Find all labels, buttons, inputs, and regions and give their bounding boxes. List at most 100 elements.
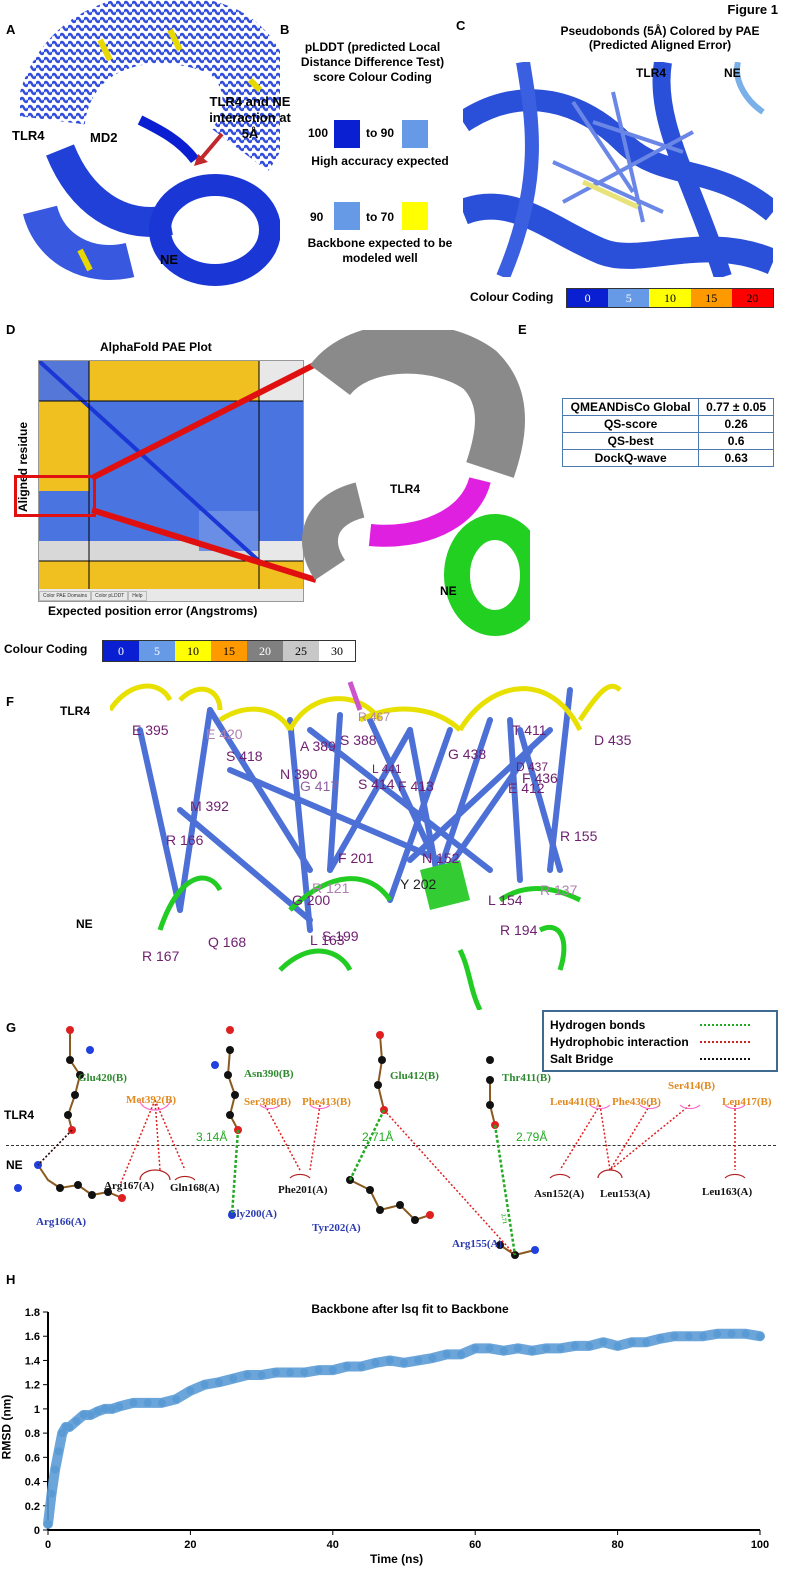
rmsd-point	[713, 1329, 722, 1338]
pae-highlight-box	[14, 475, 96, 517]
plddt-row2-to: to 70	[366, 210, 395, 224]
panel-c-ne-label: NE	[724, 66, 741, 80]
x-tick-label: 60	[469, 1539, 481, 1551]
rmsd-point	[115, 1402, 124, 1411]
residue-label: F 201	[338, 850, 374, 866]
panel-h-label: H	[6, 1272, 16, 1287]
tlr4-residue-label: Ser414(B)	[668, 1080, 716, 1092]
tab-color-pae-domains[interactable]: Color PAE Domains	[39, 591, 92, 601]
panel-c-colour-coding-label: Colour Coding	[470, 290, 554, 304]
residue-label: Y 202	[400, 876, 437, 892]
panel-c-pseudobond-image	[463, 62, 773, 277]
residue-label: L 163	[310, 932, 345, 948]
tlr4-residue-label: Phe413(B)	[302, 1096, 351, 1108]
figure-label: Figure 1	[727, 2, 778, 17]
tlr4-residue-label: Glu420(B)	[78, 1072, 127, 1084]
rmsd-point	[428, 1354, 437, 1363]
chart-xlabel: Time (ns)	[370, 1552, 424, 1566]
pae-d-scale-15: 15	[211, 641, 247, 661]
rmsd-point	[44, 1519, 52, 1528]
panel-g-tlr4-label: TLR4	[4, 1108, 34, 1122]
rmsd-point	[100, 1404, 109, 1413]
rmsd-point	[684, 1332, 693, 1341]
x-tick-label: 100	[751, 1539, 769, 1551]
panel-a-protein-structure	[20, 0, 280, 286]
panel-e-label: E	[518, 322, 527, 337]
metric-value: 0.77 ± 0.05	[698, 398, 774, 416]
rmsd-point	[343, 1362, 352, 1371]
tlr4-residue-label: Phe436(B)	[612, 1096, 661, 1108]
residue-label: D 435	[594, 732, 632, 748]
residue-label: D 437	[516, 760, 549, 774]
rmsd-point	[271, 1368, 280, 1377]
pae-d-scale-30: 30	[319, 641, 355, 661]
y-tick-label: 0.4	[25, 1477, 41, 1489]
panel-d-xlabel: Expected position error (Angstroms)	[48, 604, 258, 618]
pae-d-scale-20: 20	[247, 641, 283, 661]
tab-color-plddt[interactable]: Color pLDDT	[91, 591, 129, 601]
metric-name: QS-best	[561, 432, 700, 450]
hbond-distance: 2.79Å	[516, 1130, 548, 1144]
rmsd-point	[286, 1368, 295, 1377]
rmsd-point	[86, 1410, 95, 1419]
rmsd-point	[699, 1332, 708, 1341]
tlr4-residue-label: Thr411(B)	[502, 1072, 551, 1084]
rmsd-point	[385, 1356, 394, 1365]
plddt-swatch-dark-blue	[334, 120, 360, 148]
rmsd-point	[400, 1358, 408, 1367]
y-tick-label: 1.6	[25, 1331, 40, 1343]
y-tick-label: 0.6	[25, 1452, 40, 1464]
residue-label: L 154	[488, 892, 523, 908]
y-tick-label: 1.4	[25, 1355, 41, 1367]
ne-residue-label: Leu153(A)	[600, 1188, 651, 1200]
rmsd-point	[143, 1398, 152, 1407]
rmsd-point	[756, 1332, 764, 1341]
ne-residue-label: Arg167(A)	[104, 1180, 155, 1192]
rmsd-point	[93, 1407, 102, 1416]
rmsd-point	[51, 1465, 60, 1474]
quality-metrics-table: QMEANDisCo Global 0.77 ± 0.05 QS-score 0…	[561, 398, 774, 467]
metric-value: 0.6	[698, 432, 774, 450]
y-tick-label: 1	[34, 1404, 40, 1416]
y-tick-label: 0	[34, 1525, 40, 1537]
residue-label: E 412	[508, 780, 545, 796]
tab-help[interactable]: Help	[128, 591, 147, 601]
rmsd-point	[727, 1329, 736, 1338]
residue-label: G 200	[292, 892, 331, 908]
panel-a-annotation: TLR4 and NE interaction at 5Å	[209, 94, 291, 141]
residue-label: N 152	[422, 850, 460, 866]
panel-d-tlr4-label: TLR4	[390, 482, 420, 496]
interaction-legend: Hydrogen bonds Hydrophobic interaction S…	[542, 1010, 778, 1072]
y-tick-label: 1.8	[25, 1307, 40, 1319]
rmsd-point	[357, 1362, 366, 1371]
panel-a-arrow-icon	[194, 132, 224, 166]
rmsd-point	[108, 1404, 117, 1413]
panel-g-ne-label: NE	[6, 1158, 23, 1172]
residue-label: M 392	[190, 798, 229, 814]
rmsd-point	[414, 1356, 423, 1365]
plddt-swatch-yellow	[402, 202, 428, 230]
residue-label: A 389	[300, 738, 336, 754]
table-row: QS-best 0.6	[561, 432, 774, 450]
panel-d-complex-structure	[302, 330, 530, 636]
zoom-lines	[90, 361, 318, 583]
chart-title: Backbone after lsq fit to Backbone	[311, 1302, 509, 1316]
rmsd-point	[456, 1350, 465, 1359]
pae-d-scale-25: 25	[283, 641, 319, 661]
panel-b-label: B	[280, 22, 290, 37]
residue-label: N 390	[280, 766, 318, 782]
rmsd-point	[627, 1338, 636, 1347]
rmsd-point	[314, 1366, 323, 1375]
ne-residue-label: Leu163(A)	[702, 1186, 753, 1198]
table-row: DockQ-wave 0.63	[561, 449, 774, 467]
pae-scale-0: 0	[567, 289, 609, 307]
hbond-distance-small: 2.71	[499, 1213, 508, 1225]
metric-value: 0.63	[698, 449, 774, 467]
panel-f-interaction-diagram	[110, 681, 622, 1010]
x-tick-label: 0	[45, 1539, 51, 1551]
rmsd-point	[570, 1341, 579, 1350]
rmsd-point	[471, 1344, 480, 1353]
panel-d-label: D	[6, 322, 16, 337]
x-tick-label: 80	[611, 1539, 623, 1551]
hbond-distance: 3.14Å	[196, 1130, 228, 1144]
